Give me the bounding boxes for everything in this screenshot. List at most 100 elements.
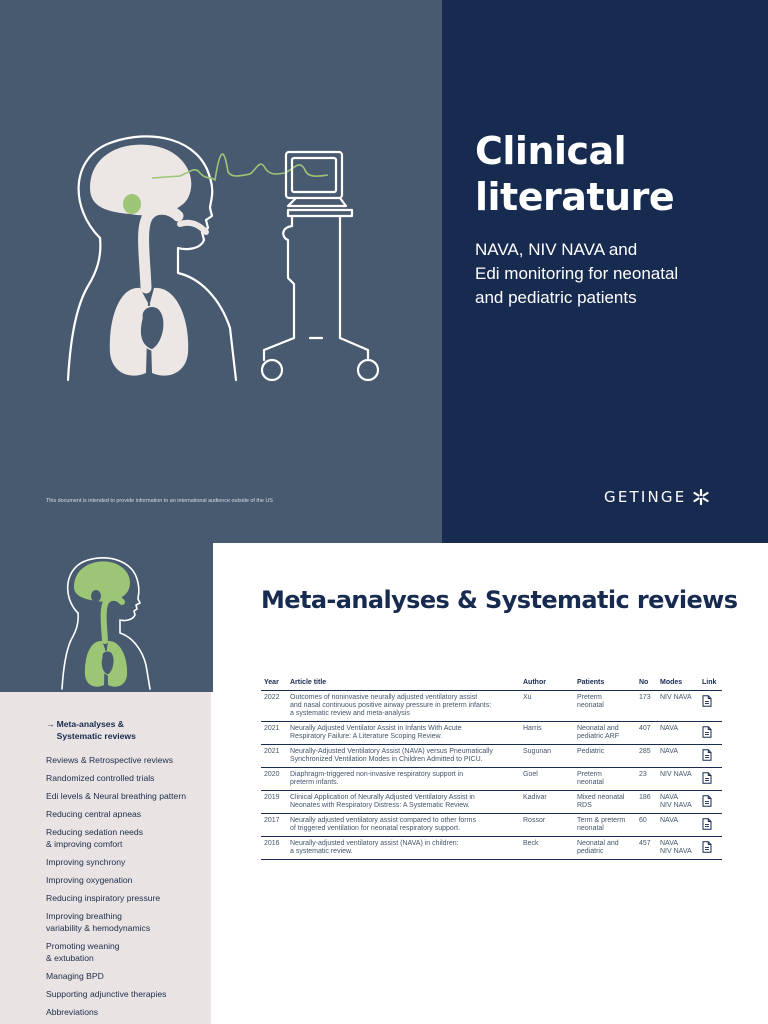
cell-year: 2021 [261, 744, 287, 768]
brand-name: GETINGE [604, 488, 687, 506]
cell-patients: Neonatal and pediatric ARF [574, 721, 636, 745]
nav-item[interactable]: Reducing sedation needs & improving comf… [46, 826, 211, 850]
nav-item[interactable]: Randomized controlled trials [46, 772, 211, 784]
cell-link[interactable] [699, 790, 722, 814]
document-icon[interactable] [702, 749, 712, 761]
nav-item[interactable]: Improving breathing variability & hemody… [46, 910, 211, 934]
cover-subtitle: NAVA, NIV NAVA and Edi monitoring for ne… [475, 240, 679, 307]
cell-link[interactable] [699, 813, 722, 837]
table-header-row: Year Article title Author Patients No Mo… [261, 677, 722, 691]
cell-modes: NAVA [657, 744, 699, 768]
cell-no: 457 [636, 836, 657, 860]
section-heading: Meta-analyses & Systematic reviews [261, 586, 738, 614]
brand-logo: GETINGE [604, 486, 710, 508]
cell-year: 2017 [261, 813, 287, 837]
cell-link[interactable] [699, 836, 722, 860]
cell-patients: Mixed neonatal RDS [574, 790, 636, 814]
header-patients: Patients [574, 677, 636, 691]
cell-author: Goel [520, 767, 574, 791]
cell-link[interactable] [699, 690, 722, 722]
nav-item-label: Reviews & Retrospective reviews [46, 755, 174, 765]
nav-item[interactable]: Abbreviations [46, 1006, 211, 1018]
document-icon[interactable] [702, 818, 712, 830]
document-icon[interactable] [702, 695, 712, 707]
nav-item[interactable]: Managing BPD [46, 970, 211, 982]
cell-article-title: Clinical Application of Neurally Adjuste… [287, 790, 520, 814]
nav-item[interactable]: Reviews & Retrospective reviews [46, 754, 211, 766]
cell-patients: Neonatal and pediatric [574, 836, 636, 860]
cell-no: 285 [636, 744, 657, 768]
cell-modes: NIV NAVA [657, 767, 699, 791]
nav-item-label: Reducing inspiratory pressure [46, 893, 161, 903]
cover-title: Clinical literature [475, 129, 675, 219]
literature-table: Year Article title Author Patients No Mo… [261, 677, 722, 860]
nav-item[interactable]: Edi levels & Neural breathing pattern [46, 790, 211, 802]
cell-author: Sugunan [520, 744, 574, 768]
header-modes: Modes [657, 677, 699, 691]
arrow-right-icon: → [46, 719, 55, 729]
nav-item-label: Abbreviations [46, 1007, 99, 1017]
nav-item-label: Reducing central apneas [46, 809, 142, 819]
nav-item-label: Edi levels & Neural breathing pattern [46, 791, 186, 801]
cell-year: 2021 [261, 721, 287, 745]
nav-item[interactable]: Improving oxygenation [46, 874, 211, 886]
nav-item[interactable]: Improving synchrony [46, 856, 211, 868]
nav-item-label: Improving synchrony [46, 857, 126, 867]
cell-link[interactable] [699, 744, 722, 768]
cell-link[interactable] [699, 767, 722, 791]
document-icon[interactable] [702, 772, 712, 784]
cell-modes: NIV NAVA [657, 690, 699, 722]
header-author: Author [520, 677, 574, 691]
nav-item[interactable]: Promoting weaning & extubation [46, 940, 211, 964]
getinge-star-icon [693, 488, 710, 506]
patient-ventilator-illustration [66, 135, 380, 382]
document-icon[interactable] [702, 795, 712, 807]
cell-article-title: Neurally-adjusted ventilatory assist (NA… [287, 836, 520, 860]
cell-author: Rossor [520, 813, 574, 837]
cell-article-title: Neurally adjusted ventilatory assist com… [287, 813, 520, 837]
nav-item[interactable]: Reducing central apneas [46, 808, 211, 820]
cell-patients: Preterm neonatal [574, 767, 636, 791]
nav-item-label: Meta-analyses & Systematic reviews [56, 719, 136, 741]
cell-no: 186 [636, 790, 657, 814]
nav-item[interactable]: Reducing inspiratory pressure [46, 892, 211, 904]
child-lungs-icon [61, 557, 151, 690]
cell-patients: Preterm neonatal [574, 690, 636, 722]
nav-item[interactable]: Supporting adjunctive therapies [46, 988, 211, 1000]
nav-item-label: Supporting adjunctive therapies [46, 989, 167, 999]
cell-modes: NAVA [657, 721, 699, 745]
nav-item-label: Improving breathing variability & hemody… [46, 911, 151, 933]
nav-item-label: Promoting weaning & extubation [46, 941, 120, 963]
nav-item-label: Managing BPD [46, 971, 104, 981]
header-year: Year [261, 677, 287, 691]
cell-author: Xu [520, 690, 574, 722]
nav-item-label: Randomized controlled trials [46, 773, 155, 783]
cell-year: 2022 [261, 690, 287, 722]
header-article-title: Article title [287, 677, 520, 691]
cell-article-title: Neurally-Adjusted Ventilatory Assist (NA… [287, 744, 520, 768]
cell-article-title: Neurally Adjusted Ventilator Assist in I… [287, 721, 520, 745]
document-icon[interactable] [702, 726, 712, 738]
cell-no: 173 [636, 690, 657, 722]
header-no: No [636, 677, 657, 691]
cell-year: 2020 [261, 767, 287, 791]
cell-year: 2016 [261, 836, 287, 860]
nav-item-label: Reducing sedation needs & improving comf… [46, 827, 143, 849]
cell-patients: Term & preterm neonatal [574, 813, 636, 837]
cell-link[interactable] [699, 721, 722, 745]
cell-patients: Pediatric [574, 744, 636, 768]
cell-article-title: Diaphragm-triggered non-invasive respira… [287, 767, 520, 791]
document-icon[interactable] [702, 841, 712, 853]
cell-author: Kadivar [520, 790, 574, 814]
cell-no: 60 [636, 813, 657, 837]
nav-item[interactable]: →Meta-analyses & Systematic reviews [46, 718, 211, 742]
